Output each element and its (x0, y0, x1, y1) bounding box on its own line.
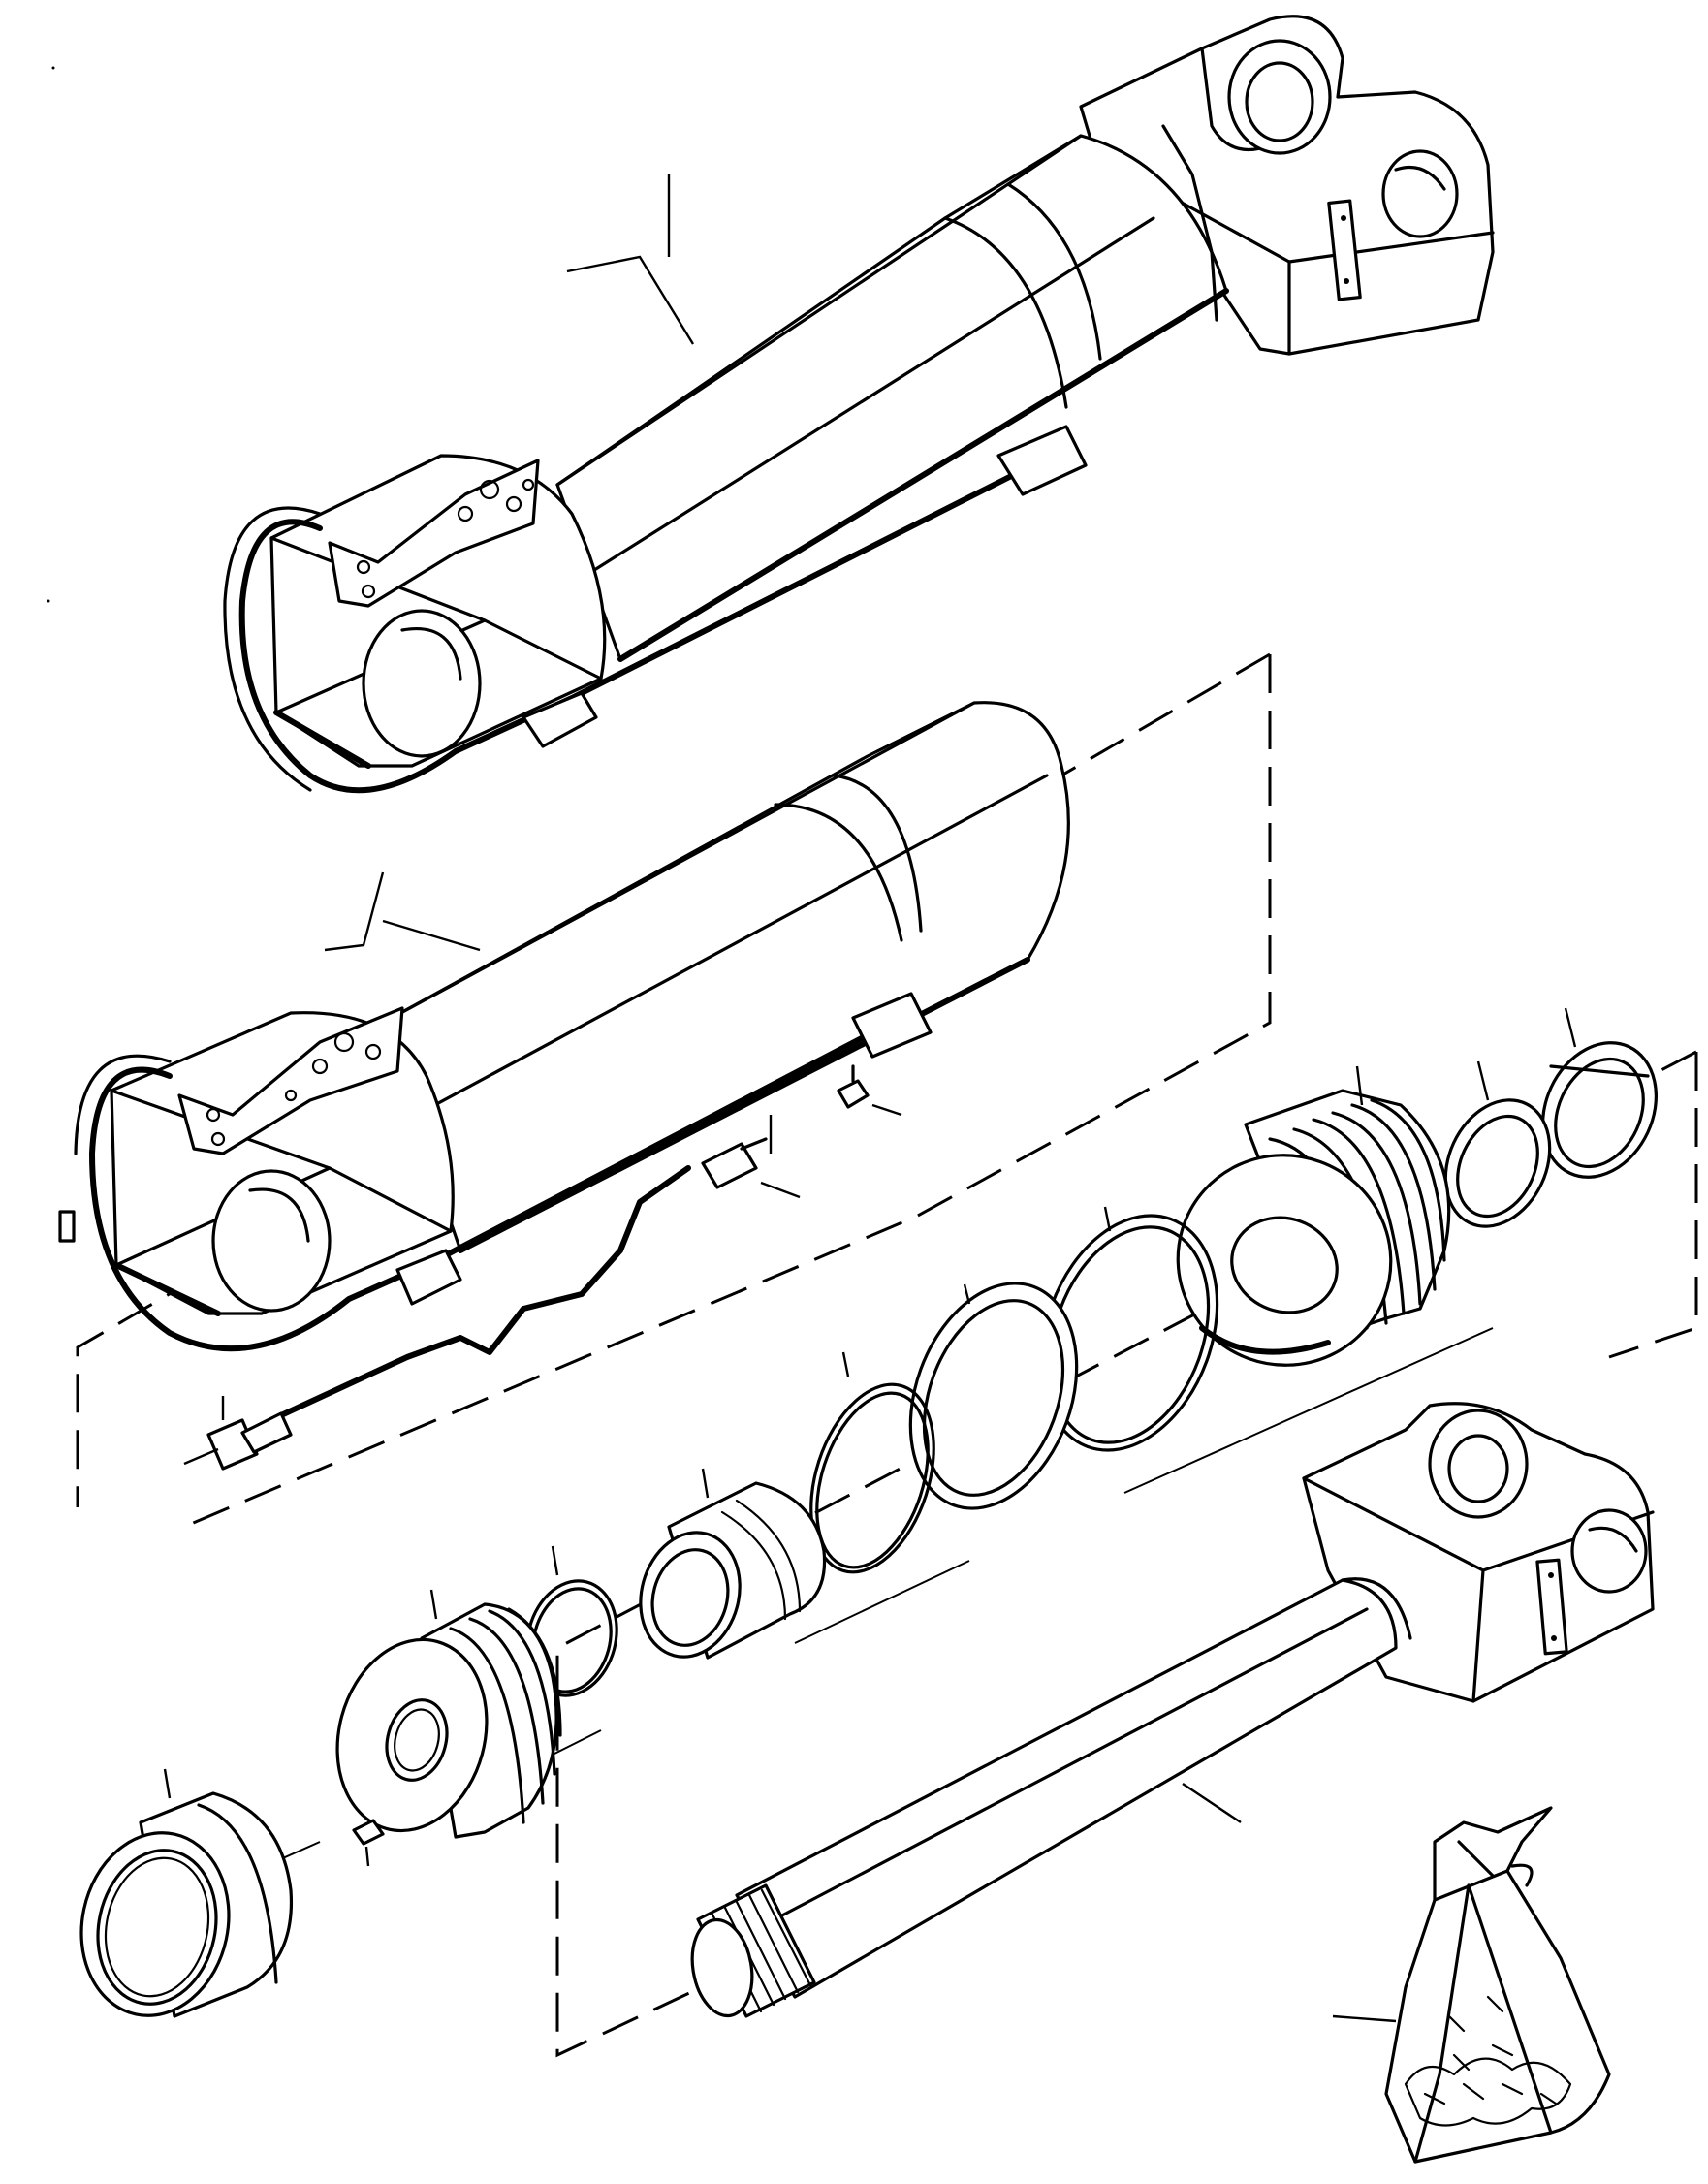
elbow-fitting (183, 1396, 293, 1471)
cylinder-tube-with-lines (58, 701, 1070, 1352)
retaining-nut (79, 1768, 294, 2018)
leader-assembly (566, 255, 695, 345)
upper-clamp-rear (996, 425, 1088, 496)
o-ring (809, 1351, 935, 1574)
piston (1176, 1065, 1451, 1367)
tube-fitting (701, 1115, 801, 1199)
spacer-sleeve (639, 1468, 827, 1660)
backup-ring (908, 1282, 1079, 1510)
rod-seal-ring (1443, 1060, 1552, 1228)
upper-cap-end (269, 454, 607, 769)
piston-rod (690, 1402, 1655, 2018)
leader-tube (324, 871, 481, 952)
upper-barrel (555, 124, 1229, 662)
wear-ring (1540, 1007, 1659, 1179)
upper-clamp-front (522, 691, 598, 748)
grease-fitting (837, 1064, 902, 1117)
rear-clevis-block (1079, 15, 1495, 356)
seal-kit (1332, 1806, 1611, 2164)
cylinder-assembly-complete (223, 15, 1495, 794)
upper-hydraulic-loop (238, 458, 1045, 794)
cylinder-head (335, 1589, 562, 1839)
set-screw (352, 1819, 385, 1867)
hydraulic-line (278, 1165, 691, 1418)
